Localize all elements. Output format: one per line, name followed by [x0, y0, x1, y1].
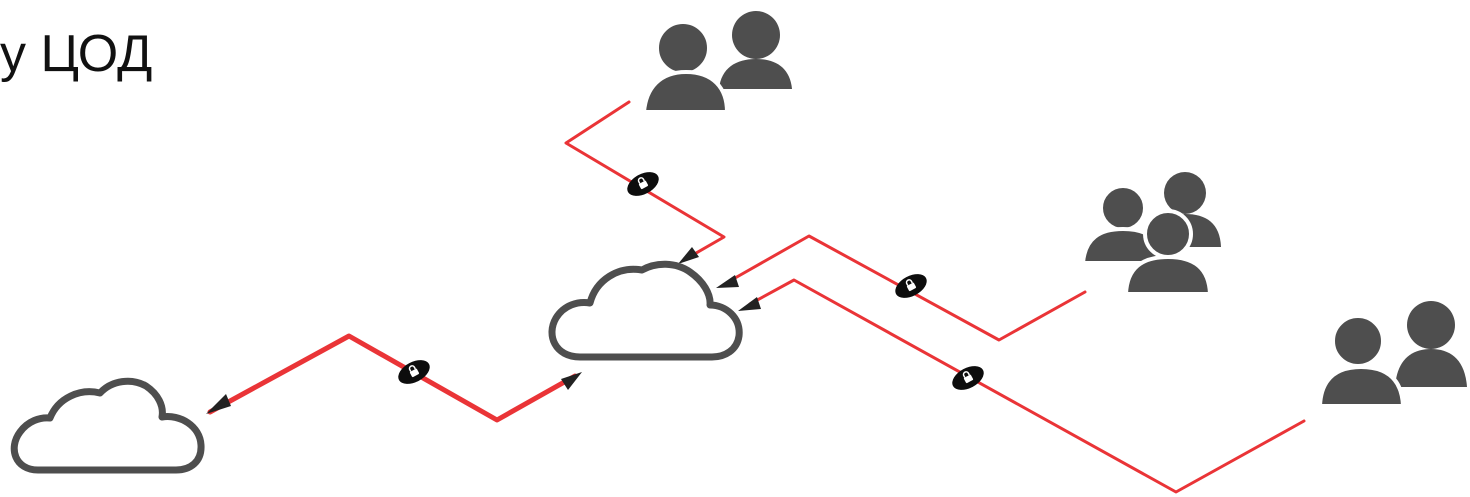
- user-group-icon: [641, 11, 792, 114]
- link-line: [207, 333, 578, 423]
- arrowhead-icon: [206, 394, 231, 414]
- lock-icon: [895, 274, 927, 298]
- users-bottom-right: [1317, 301, 1467, 408]
- arrowhead-icon: [678, 247, 699, 264]
- lock-icon: [627, 172, 659, 196]
- link-users-bottom-right-to-cloud-center: [738, 278, 1306, 494]
- arrowhead-icon: [561, 372, 582, 390]
- cloud-center: [548, 260, 743, 361]
- user-group-icon: [1080, 172, 1221, 296]
- users-top: [641, 11, 792, 114]
- cloud-icon: [548, 260, 743, 361]
- arrowhead-icon: [738, 297, 761, 311]
- link-cloud-center-to-cloud-left: [206, 333, 582, 423]
- lock-icon: [398, 360, 430, 384]
- cloud-left: [10, 377, 205, 474]
- user-group-icon: [1317, 301, 1467, 408]
- page-title: у ЦОД: [0, 25, 153, 83]
- cloud-icon: [10, 377, 205, 474]
- users-middle: [1080, 172, 1221, 296]
- link-line: [748, 278, 1306, 494]
- lock-icon: [952, 366, 984, 390]
- arrowhead-icon: [716, 275, 739, 288]
